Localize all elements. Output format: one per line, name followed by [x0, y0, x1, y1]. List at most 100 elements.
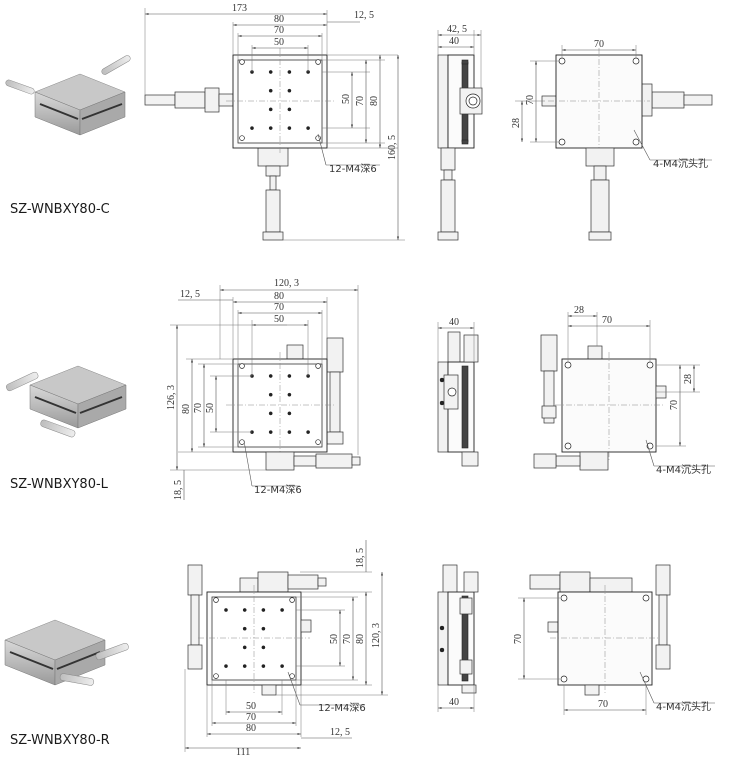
- row2-overall-width: 120, 3: [274, 278, 299, 289]
- corner-hole: [239, 59, 245, 65]
- row3-v70: 70: [342, 634, 353, 644]
- corner-hole: [239, 439, 245, 445]
- row1-dim-50: 50: [274, 37, 284, 48]
- row3-dim-70: 70: [246, 712, 256, 723]
- row1-side-w2: 40: [449, 36, 459, 47]
- product-photo-l: [6, 365, 127, 438]
- row1-v80: 80: [369, 96, 380, 106]
- row2-offset: 12, 5: [180, 289, 200, 300]
- row1-back-v28: 28: [511, 118, 522, 128]
- row3-back-view: [529, 564, 671, 696]
- row3-back-w: 70: [598, 699, 608, 710]
- row3-back-v70: 70: [513, 634, 524, 644]
- mounting-hole: [242, 608, 247, 612]
- row2-back-w28: 28: [574, 305, 584, 316]
- mounting-hole: [306, 126, 310, 130]
- corner-hole: [239, 363, 245, 369]
- mounting-hole: [268, 107, 273, 112]
- row2-bottom: 18, 5: [173, 480, 184, 500]
- mounting-hole: [250, 126, 254, 130]
- mounting-hole: [242, 645, 247, 650]
- corner-hole: [213, 597, 219, 603]
- row2-side-view: [437, 331, 479, 467]
- mounting-hole: [287, 126, 292, 130]
- corner-hole: [289, 597, 295, 603]
- row1-side-w1: 42, 5: [447, 24, 467, 35]
- row3-hole-note: 12-M4深6: [318, 702, 366, 714]
- corner-hole: [213, 673, 219, 679]
- mounting-hole: [287, 107, 292, 112]
- row1-top-dims: 173 80 70 50 12, 5 50 70 80 160, 5 12-M4…: [144, 3, 405, 241]
- mounting-hole: [242, 626, 247, 631]
- mounting-hole: [280, 608, 284, 612]
- row2-hole-note: 12-M4深6: [254, 484, 302, 496]
- mounting-hole: [261, 626, 266, 631]
- mounting-hole: [268, 70, 273, 74]
- row3-top-dims: 18, 5 50 70 80 120, 3 12-M4深6 50 70 80 1…: [184, 540, 388, 758]
- model-label-l: SZ-WNBXY80-L: [10, 477, 108, 492]
- row1-v50: 50: [341, 94, 352, 104]
- row1-back-dims: 70 70 28 4-M4沉头孔: [511, 39, 712, 170]
- row3-back-dims: 70 70 4-M4沉头孔: [513, 597, 715, 715]
- mounting-hole: [287, 430, 292, 434]
- mounting-hole: [224, 664, 228, 668]
- mounting-hole: [287, 70, 292, 74]
- mounting-hole: [306, 430, 310, 434]
- model-label-r: SZ-WNBXY80-R: [10, 733, 110, 748]
- mounting-hole: [287, 411, 292, 416]
- row1-back-note: 4-M4沉头孔: [653, 157, 708, 170]
- corner-hole: [239, 135, 245, 141]
- row2-back-dims: 28 70 28 70 4-M4沉头孔: [567, 305, 715, 476]
- mounting-hole: [268, 392, 273, 397]
- product-photo-r: [4, 619, 129, 686]
- row1-side-view: [437, 54, 483, 241]
- mounting-hole: [268, 88, 273, 93]
- row1-dim-70: 70: [274, 25, 284, 36]
- mounting-hole: [268, 411, 273, 416]
- row1-back-view: [541, 48, 713, 241]
- row2-top-view: [226, 337, 361, 471]
- row3-width: 111: [236, 747, 250, 758]
- row2-back-view: [533, 334, 667, 471]
- row1-overall-width: 173: [232, 3, 247, 14]
- mounting-hole: [261, 664, 266, 668]
- row1-height: 160, 5: [387, 135, 398, 160]
- row2-top-dims: 120, 3 12, 5 80 70 50 126, 3 80 70 50 18…: [166, 278, 359, 500]
- row3-v50: 50: [329, 634, 340, 644]
- row2-v70: 70: [193, 403, 204, 413]
- mounting-hole: [242, 664, 247, 668]
- mounting-hole: [261, 608, 266, 612]
- row2-dim-50: 50: [274, 314, 284, 325]
- model-label-c: SZ-WNBXY80-C: [10, 202, 110, 217]
- row1-v70: 70: [355, 96, 366, 106]
- mounting-hole: [287, 88, 292, 93]
- row1-side-dims: 42, 5 40: [437, 24, 482, 88]
- mounting-hole: [268, 430, 273, 434]
- row3-dim-50: 50: [246, 701, 256, 712]
- row2-back-v28: 28: [683, 374, 694, 384]
- row3-dim-80: 80: [246, 723, 256, 734]
- mounting-hole: [224, 608, 228, 612]
- mounting-hole: [280, 664, 284, 668]
- row2-side-dims: 40: [437, 317, 475, 362]
- row2-back-note: 4-M4沉头孔: [656, 463, 711, 476]
- row3-v80: 80: [355, 634, 366, 644]
- mounting-hole: [268, 126, 273, 130]
- row3-top-view: [187, 564, 327, 696]
- corner-hole: [315, 59, 321, 65]
- row2-v80: 80: [181, 404, 192, 414]
- row3-back-note: 4-M4沉头孔: [656, 700, 711, 713]
- row3-side-w: 40: [449, 697, 459, 708]
- row2-back-w70: 70: [602, 315, 612, 326]
- row3-side-view: [437, 564, 479, 694]
- row3-side-dims: 40: [437, 685, 475, 712]
- row1-top-view: [144, 48, 336, 241]
- row1-offset: 12, 5: [354, 10, 374, 21]
- row1-dim-80: 80: [274, 14, 284, 25]
- row3-height: 120, 3: [371, 623, 382, 648]
- row2-dim-80: 80: [274, 291, 284, 302]
- product-photo-c: [5, 55, 131, 136]
- row1-hole-note: 12-M4深6: [329, 163, 377, 175]
- row3-top-offset: 18, 5: [355, 548, 366, 568]
